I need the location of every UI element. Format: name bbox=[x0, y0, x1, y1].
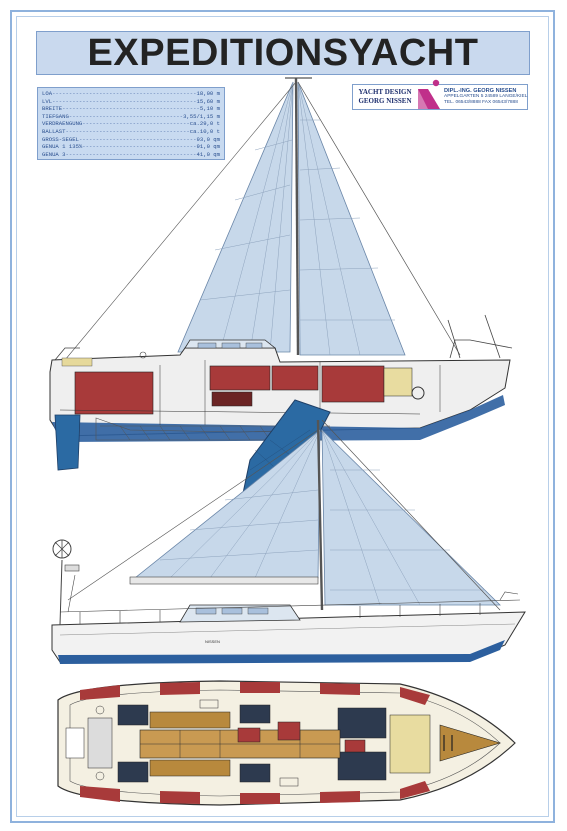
spec-label: GENUA 1 135% bbox=[42, 143, 83, 151]
deck-plan bbox=[57, 680, 516, 806]
spec-value: 15,60 m bbox=[196, 97, 221, 105]
designer-logo-icon bbox=[418, 79, 440, 109]
aft-cabin bbox=[74, 371, 154, 415]
spec-row: BREITE 5,10 m bbox=[42, 105, 220, 113]
hull-name: NISSEN bbox=[205, 639, 220, 644]
spec-row: LOA 18,00 m bbox=[42, 90, 220, 98]
spec-label: TIEFGANG bbox=[42, 112, 69, 120]
lower-mast bbox=[316, 419, 324, 611]
spec-label: VERDRAENGUNG bbox=[42, 120, 83, 128]
forward-cabin bbox=[321, 365, 385, 403]
spec-label: GENUA 3 bbox=[42, 150, 66, 158]
designer-name: DIPL.-ING. GEORG NISSEN bbox=[444, 88, 517, 94]
designer-address: APPELGARTEN 5 24589 LANGE/KIEL bbox=[444, 94, 528, 99]
designer-brand: YACHT DESIGN GEORG NISSEN bbox=[358, 88, 412, 105]
title-banner: EXPEDITIONSYACHT bbox=[36, 31, 530, 75]
specifications-table: LOA 18,00 m LVL 15,60 m BREITE 5,10 m TIEFG… bbox=[37, 87, 225, 160]
spec-value: 5,10 m bbox=[199, 105, 220, 113]
spec-value: 18,00 m bbox=[196, 90, 221, 97]
spec-row: VERDRAENGUNG ca.29,0 t bbox=[42, 120, 220, 128]
hull-checker-band bbox=[80, 682, 430, 804]
spec-value: ca.10,0 t bbox=[189, 127, 220, 135]
spec-value: 91,0 qm bbox=[196, 143, 221, 151]
designer-stamp: YACHT DESIGN GEORG NISSEN DIPL.-ING. GEO… bbox=[352, 79, 528, 110]
mast bbox=[294, 77, 300, 356]
forepeak bbox=[389, 714, 431, 774]
backstay bbox=[54, 81, 297, 373]
spec-value: ca.29,0 t bbox=[189, 120, 220, 128]
designer-contact: DIPL.-ING. GEORG NISSEN APPELGARTEN 5 24… bbox=[444, 88, 527, 106]
spec-value: 3,55/1,15 m bbox=[183, 112, 220, 120]
spec-value: 93,0 qm bbox=[196, 135, 221, 143]
lower-sail-plan bbox=[67, 419, 501, 611]
outer-frame bbox=[10, 10, 555, 823]
inner-frame bbox=[16, 16, 549, 817]
genoa-sail bbox=[177, 81, 294, 353]
spec-row: BALLAST ca.10,0 t bbox=[42, 128, 220, 136]
profile-sails bbox=[54, 77, 461, 373]
hull-waterline bbox=[58, 640, 505, 664]
spec-label: LVL bbox=[42, 97, 53, 105]
spec-row: GROSS-SEGEL 93,0 qm bbox=[42, 136, 220, 144]
spec-label: BREITE bbox=[42, 105, 63, 113]
designer-phone: TEL. 06543/8888 FAX 06543/7888 bbox=[444, 100, 518, 105]
lower-genoa bbox=[321, 429, 501, 606]
page-title: EXPEDITIONSYACHT bbox=[87, 31, 479, 74]
spec-value: 41,0 qm bbox=[196, 150, 221, 158]
forestay bbox=[297, 81, 461, 356]
spec-label: LOA bbox=[42, 90, 53, 97]
spec-row: LVL 15,60 m bbox=[42, 98, 220, 106]
spec-row: GENUA 1 135% 91,0 qm bbox=[42, 143, 220, 151]
boom bbox=[129, 576, 319, 585]
hull-stripe bbox=[52, 395, 505, 442]
spec-row: TIEFGANG 3,55/1,15 m bbox=[42, 113, 220, 121]
spec-row: GENUA 3 41,0 qm bbox=[42, 151, 220, 159]
deck-wood bbox=[149, 711, 231, 729]
spec-label: GROSS-SEGEL bbox=[42, 135, 79, 143]
profile-hull-exterior: NISSEN bbox=[51, 539, 526, 664]
rudder bbox=[54, 414, 81, 471]
spec-label: BALLAST bbox=[42, 127, 66, 135]
